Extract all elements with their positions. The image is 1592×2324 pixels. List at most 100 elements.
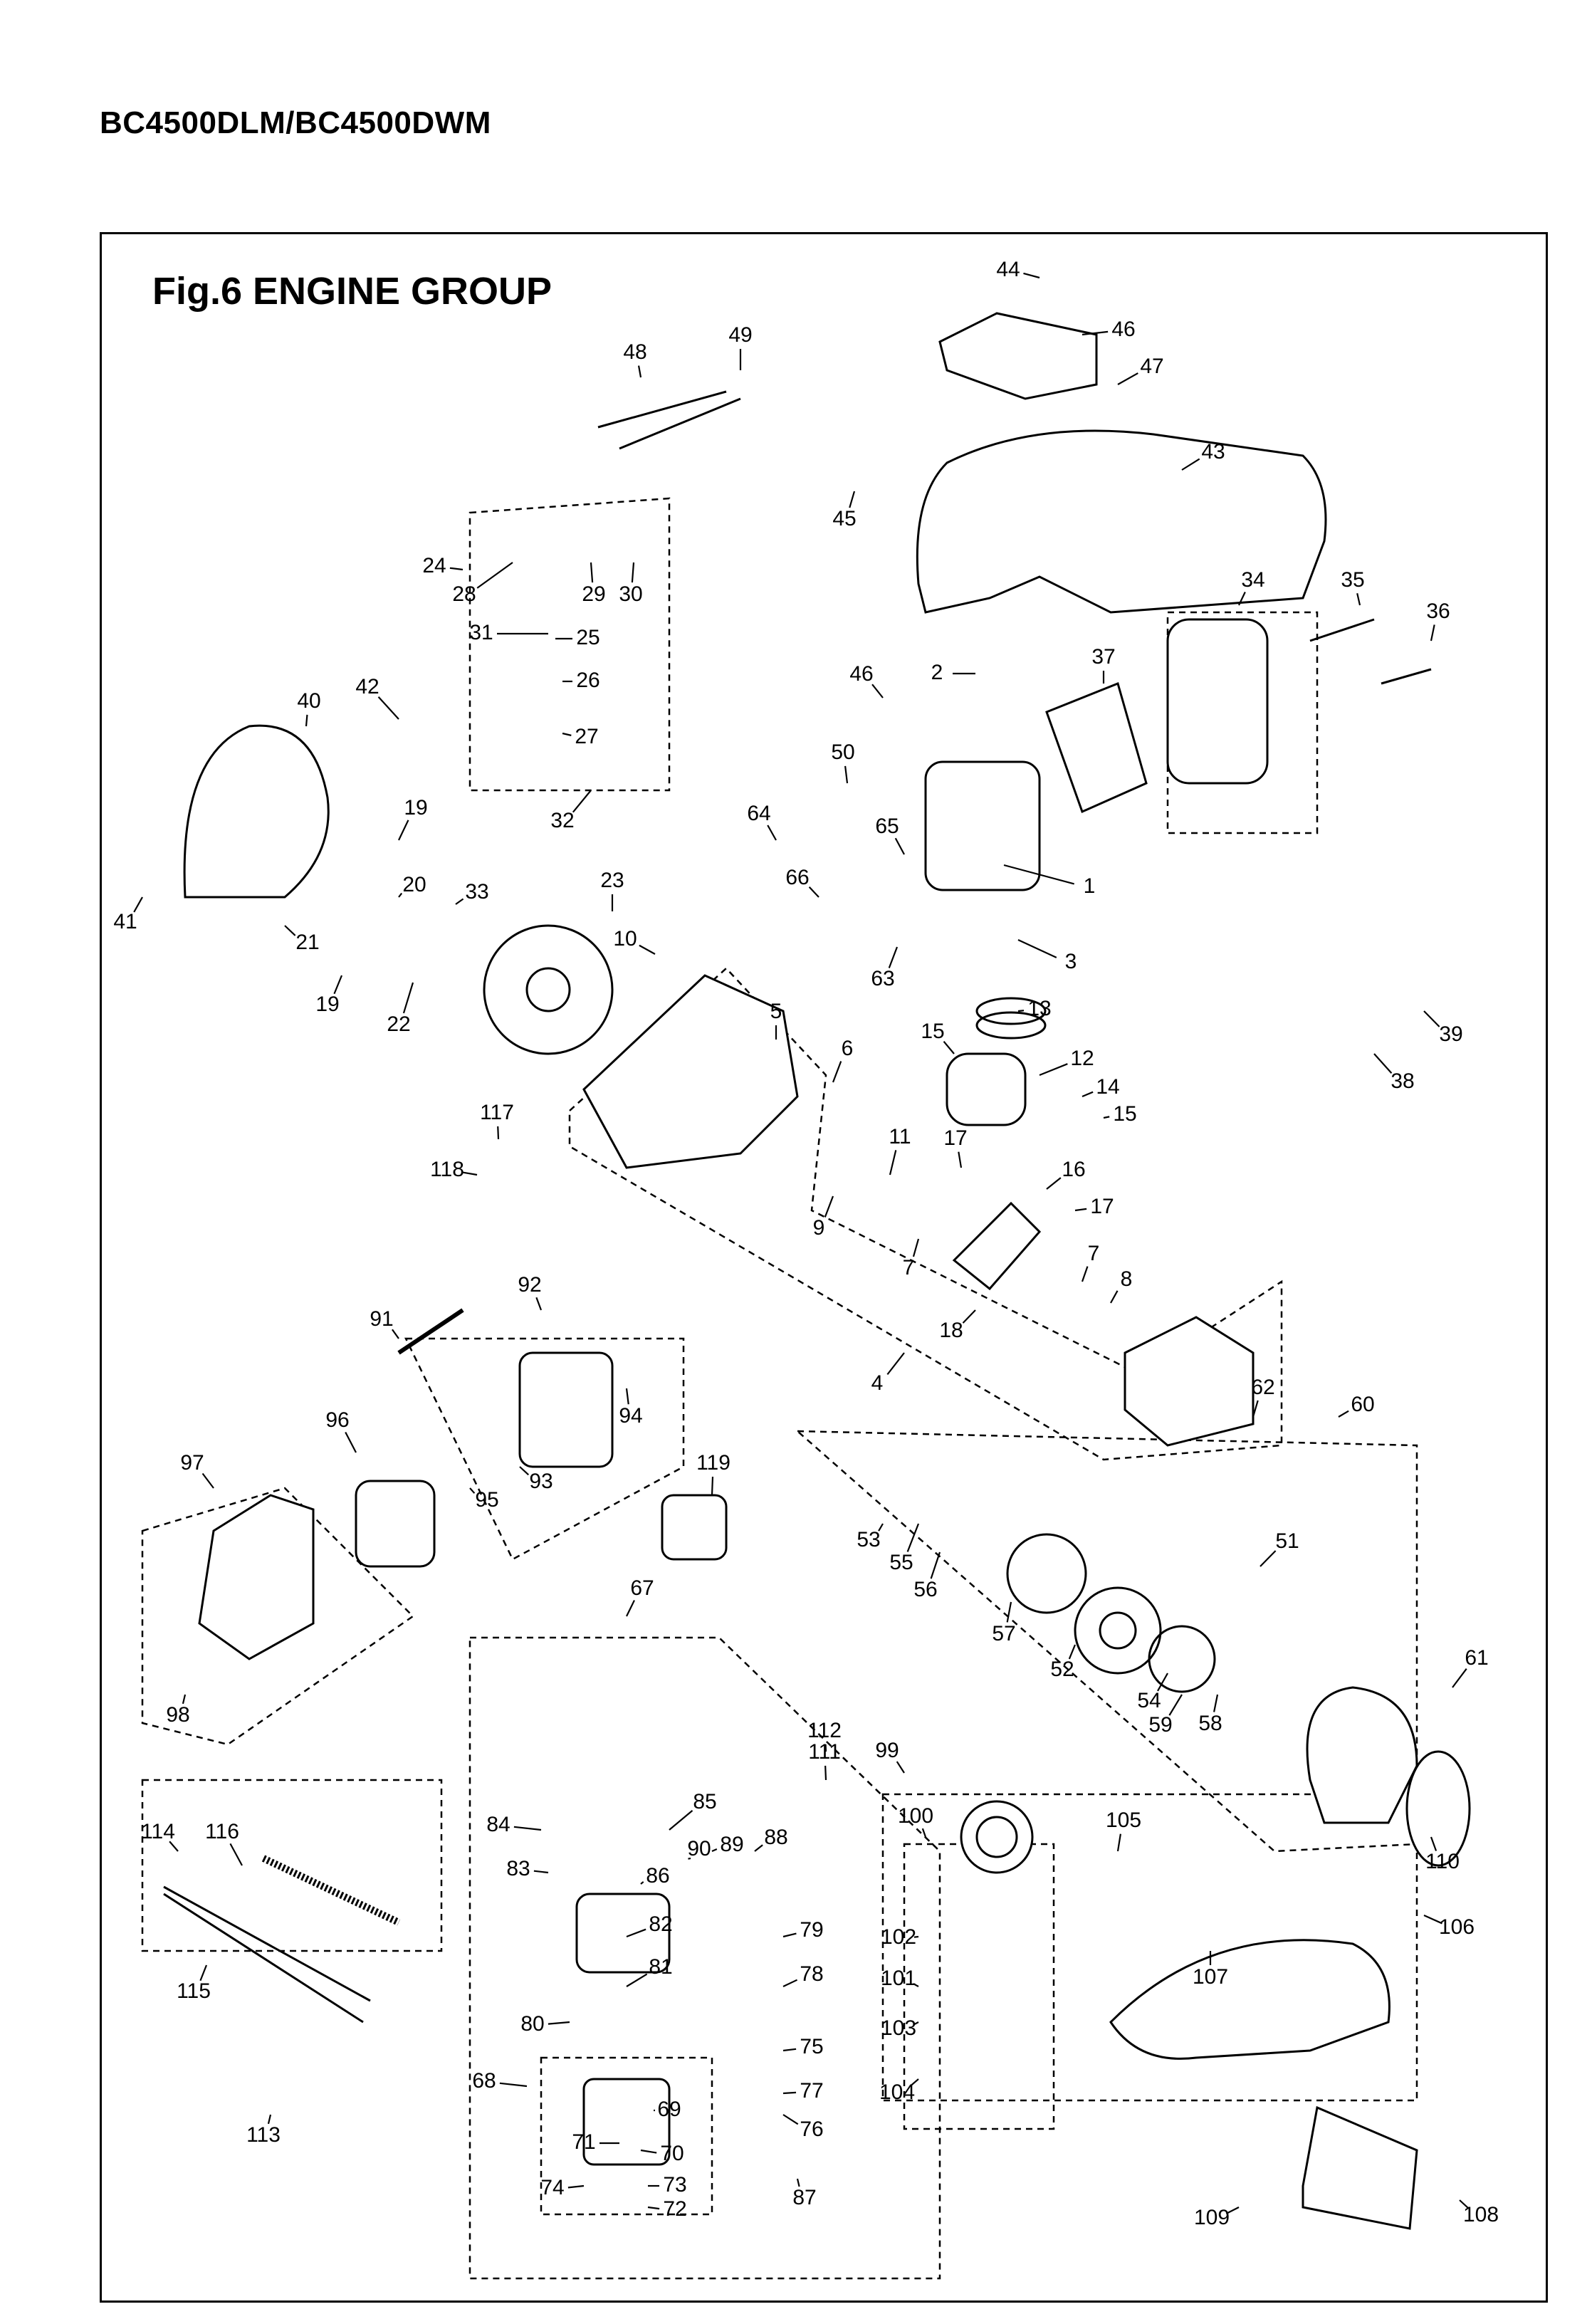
part-label-33: 33	[465, 880, 488, 904]
part-label-34: 34	[1241, 568, 1264, 592]
part-label-46: 46	[1111, 318, 1135, 341]
leader-line-61	[1452, 1668, 1467, 1688]
leader-line-86	[640, 1881, 644, 1885]
part-label-55: 55	[889, 1551, 913, 1574]
part-label-6: 6	[842, 1037, 854, 1060]
part-label-116: 116	[205, 1820, 239, 1843]
leader-line-79	[782, 1932, 797, 1938]
leader-lines	[133, 272, 1470, 2214]
part-label-49: 49	[728, 323, 752, 347]
leader-line-17	[1074, 1208, 1087, 1212]
part-label-50: 50	[831, 740, 854, 764]
part-label-2: 2	[931, 661, 943, 684]
part-label-17: 17	[1090, 1195, 1114, 1218]
part-label-82: 82	[649, 1912, 672, 1936]
part-label-63: 63	[871, 967, 894, 990]
leader-line-59	[1168, 1694, 1183, 1716]
part-label-86: 86	[646, 1864, 669, 1888]
part-label-92: 92	[518, 1273, 541, 1297]
leader-line-10	[639, 944, 656, 955]
part-label-75: 75	[800, 2035, 823, 2058]
part-label-4: 4	[871, 1371, 884, 1395]
part-label-83: 83	[506, 1857, 530, 1880]
leader-line-19	[333, 975, 343, 995]
leader-line-97	[201, 1472, 214, 1489]
part-label-53: 53	[857, 1528, 880, 1551]
leader-line-98	[182, 1694, 187, 1705]
leader-line-13	[1017, 1010, 1025, 1012]
leader-line-106	[1423, 1914, 1442, 1925]
leader-line-46	[1082, 330, 1109, 336]
part-label-17: 17	[943, 1126, 967, 1150]
part-label-76: 76	[800, 2118, 823, 2141]
part-label-94: 94	[619, 1404, 642, 1428]
leader-line-22	[402, 982, 414, 1014]
part-label-74: 74	[540, 2176, 564, 2199]
leader-line-15	[1103, 1116, 1110, 1119]
leader-line-60	[1338, 1410, 1349, 1418]
part-label-39: 39	[1439, 1022, 1462, 1046]
leader-line-36	[1430, 624, 1435, 642]
leader-line-110	[1430, 1836, 1437, 1851]
leader-line-16	[1046, 1177, 1062, 1190]
part-label-11: 11	[889, 1125, 911, 1148]
leader-line-76	[782, 2114, 799, 2125]
leader-line-83	[533, 1870, 549, 1874]
part-label-1: 1	[1084, 874, 1096, 898]
part-label-45: 45	[832, 507, 856, 530]
part-label-40: 40	[297, 689, 320, 713]
leader-line-15	[943, 1041, 955, 1054]
part-label-8: 8	[1121, 1267, 1133, 1291]
part-label-109: 109	[1194, 2206, 1230, 2229]
leader-line-21	[284, 925, 296, 936]
leader-line-50	[844, 765, 849, 784]
leader-line-116	[229, 1843, 243, 1866]
part-label-58: 58	[1198, 1712, 1222, 1735]
leader-line-43	[1181, 458, 1200, 471]
part-label-84: 84	[486, 1813, 510, 1836]
part-label-104: 104	[879, 2080, 915, 2104]
part-label-101: 101	[881, 1967, 916, 1990]
leader-line-39	[1423, 1010, 1440, 1027]
leader-line-17	[958, 1151, 963, 1168]
leader-line-65	[894, 837, 905, 855]
leader-line-91	[392, 1329, 399, 1339]
leader-line-101	[913, 1983, 919, 1987]
model-title: BC4500DLM/BC4500DWM	[100, 105, 491, 140]
part-label-107: 107	[1193, 1965, 1228, 1989]
leader-line-41	[133, 896, 143, 913]
group-outline-7	[468, 1636, 941, 2280]
part-label-13: 13	[1027, 997, 1051, 1020]
part-label-42: 42	[355, 675, 379, 698]
part-label-103: 103	[881, 2016, 916, 2040]
part-label-91: 91	[370, 1307, 393, 1331]
part-drawings	[163, 312, 1471, 2230]
leader-line-20	[398, 892, 403, 898]
part-label-28: 28	[452, 582, 476, 606]
leader-line-118	[462, 1171, 478, 1176]
part-label-24: 24	[422, 554, 446, 577]
part-label-10: 10	[613, 927, 637, 951]
part-label-20: 20	[402, 873, 426, 896]
part-label-114: 114	[141, 1820, 175, 1843]
part-label-57: 57	[992, 1622, 1015, 1645]
leader-line-38	[1373, 1053, 1393, 1074]
leader-line-32	[572, 790, 592, 813]
leader-line-82	[626, 1928, 646, 1938]
part-label-62: 62	[1251, 1376, 1274, 1399]
leader-line-85	[669, 1810, 693, 1831]
part-label-35: 35	[1341, 568, 1364, 592]
part-label-106: 106	[1439, 1915, 1475, 1939]
leader-line-1	[1003, 864, 1074, 885]
part-label-108: 108	[1463, 2203, 1499, 2226]
leader-line-113	[267, 2114, 272, 2125]
figure-title: Fig.6 ENGINE GROUP	[152, 270, 553, 313]
part-label-113: 113	[246, 2123, 281, 2147]
leader-line-6	[832, 1061, 842, 1083]
part-label-38: 38	[1391, 1069, 1414, 1093]
leader-line-87	[796, 2178, 800, 2187]
part-label-46: 46	[849, 662, 873, 686]
leader-line-111	[824, 1765, 827, 1781]
leader-line-75	[782, 2048, 797, 2052]
leader-line-94	[625, 1388, 629, 1405]
